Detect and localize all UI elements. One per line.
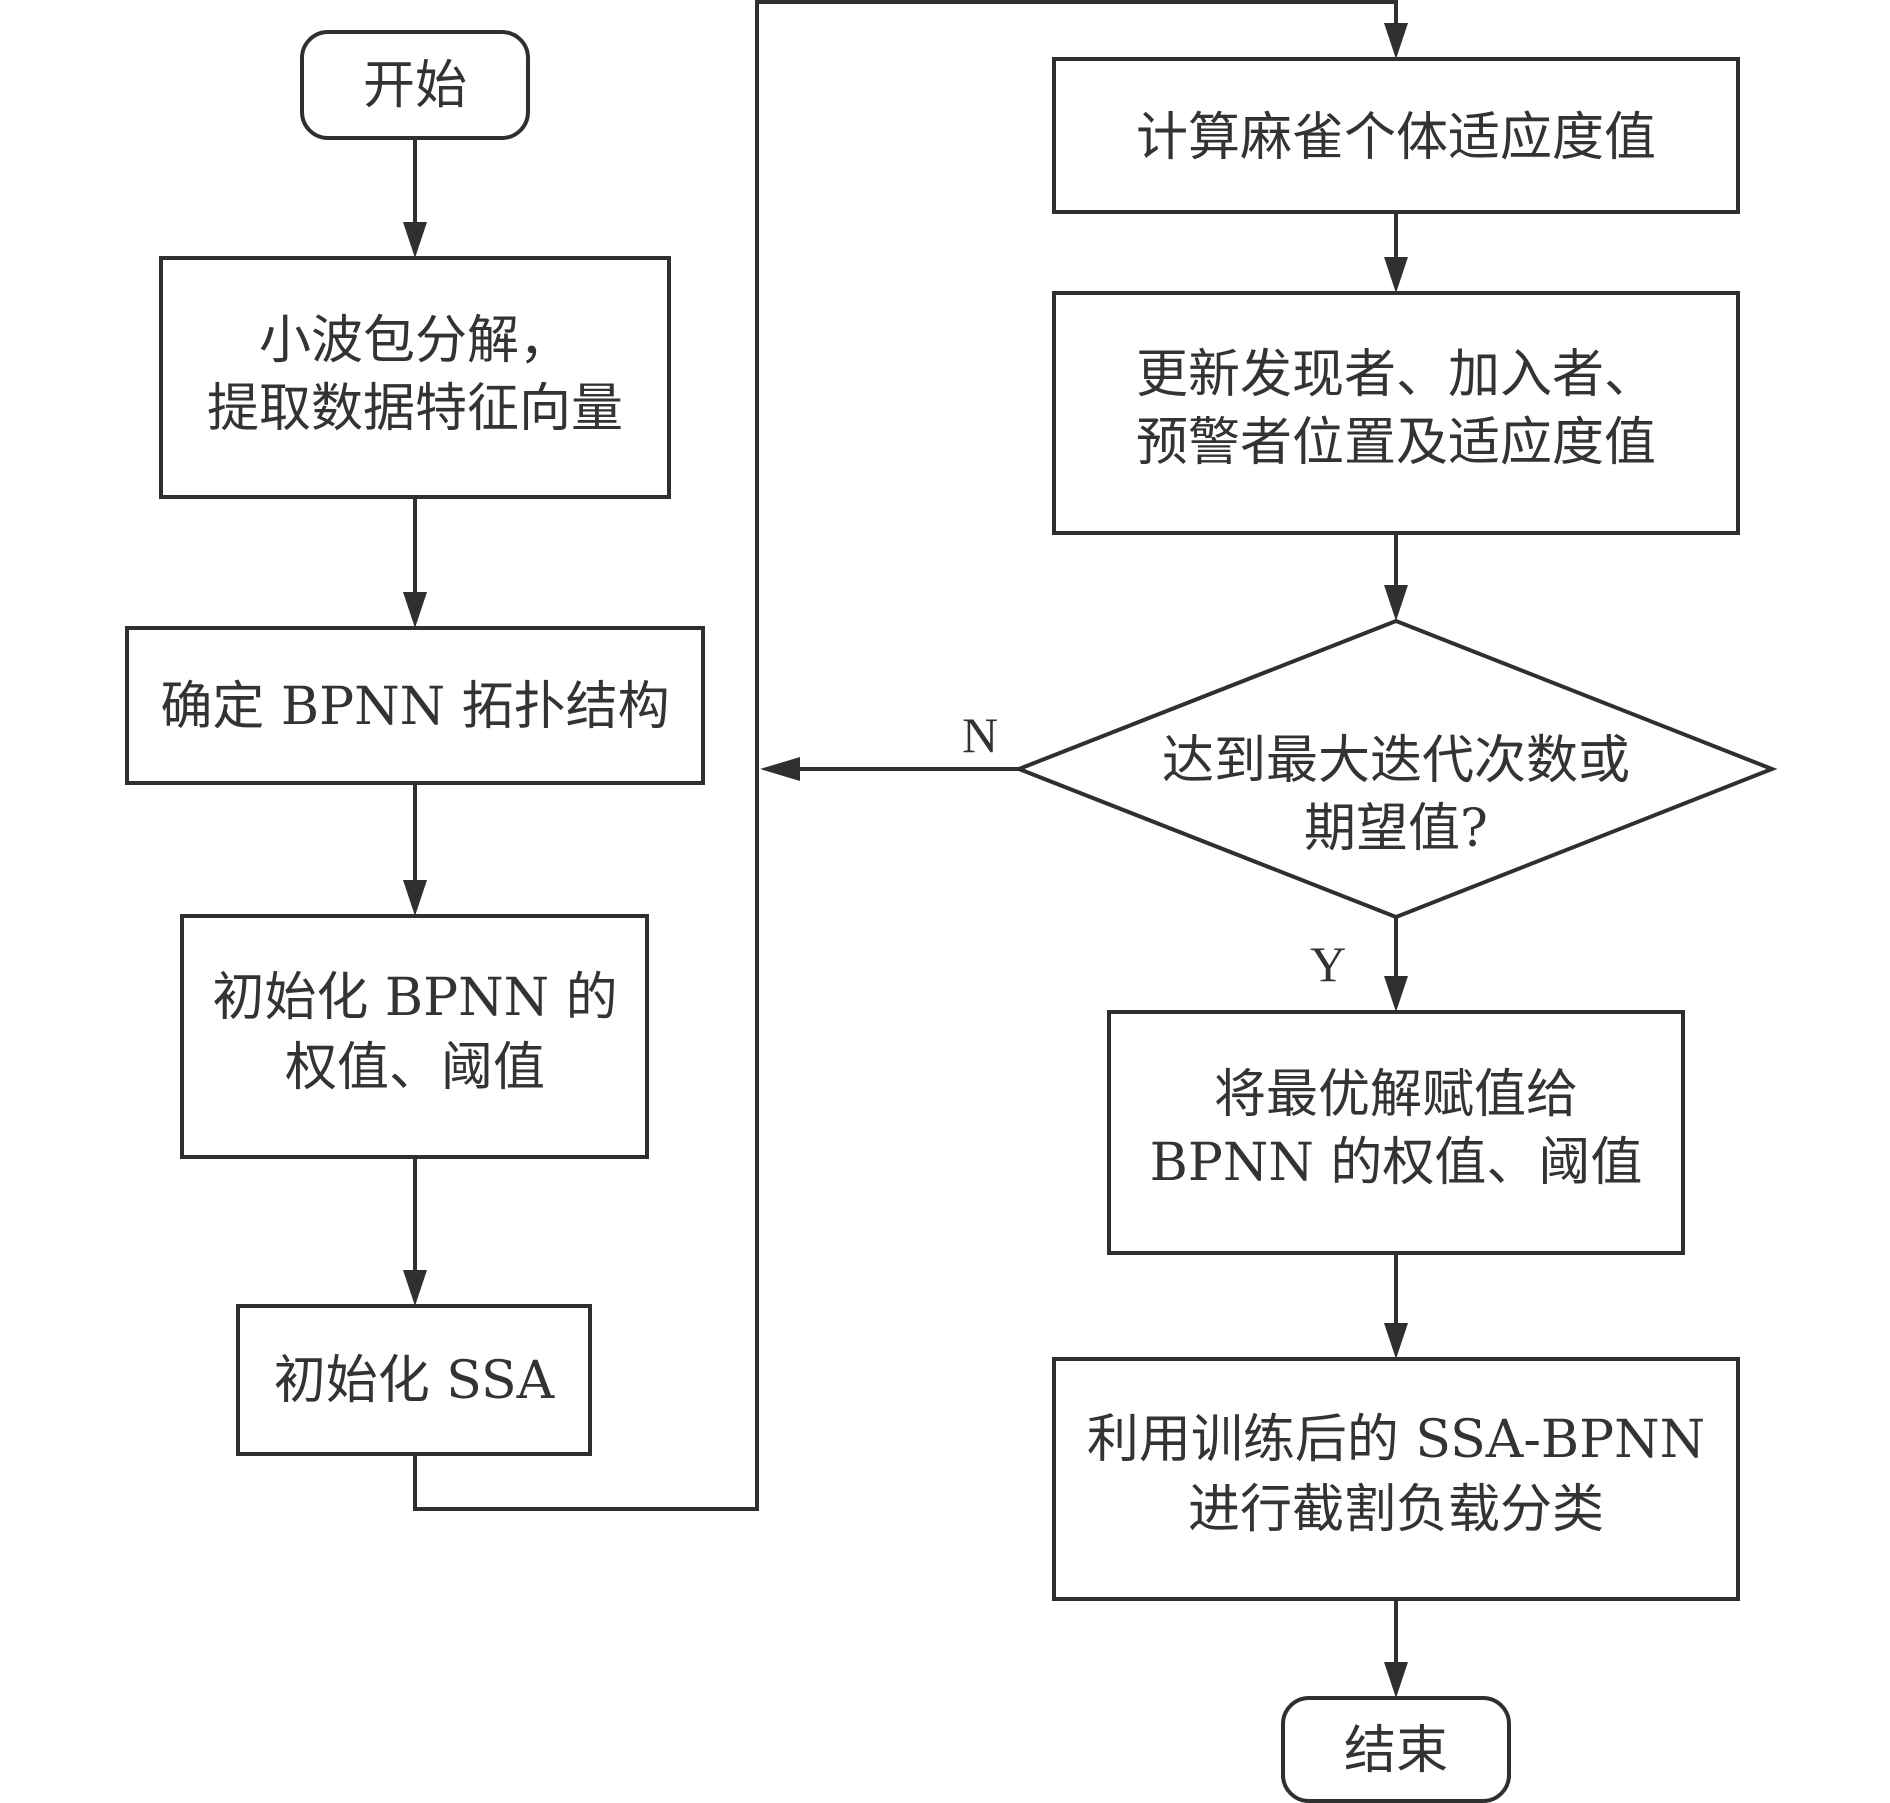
end-label: 结束 [1344,1721,1448,1781]
arrowhead [1384,23,1408,59]
arrowhead [403,880,427,916]
arrowhead [1384,976,1408,1012]
connectors [403,0,1408,1698]
init-bpnn-label-line2: 权值、阈值 [285,1038,545,1098]
fitness-box: 计算麻雀个体适应度值 [1052,57,1740,214]
yes-branch-label: Y [1310,936,1346,992]
arrowhead [760,757,800,781]
arrowhead [1384,257,1408,293]
decision-label-line2: 期望值? [1304,799,1488,859]
start-node: 开始 [300,30,530,140]
update-label-line2: 预警者位置及适应度值 [1136,413,1656,473]
start-label: 开始 [363,56,467,116]
topology-box: 确定 BPNN 拓扑结构 [125,626,705,785]
classify-label-line1: 利用训练后的 SSA-BPNN [1087,1410,1705,1470]
no-branch-label: N [962,707,998,763]
arrowhead [1384,1323,1408,1359]
arrowhead [1384,585,1408,621]
end-node: 结束 [1281,1696,1511,1803]
wavelet-label-line2: 提取数据特征向量 [207,379,623,439]
classify-label-line2: 进行截割负载分类 [1188,1480,1604,1540]
topology-label: 确定 BPNN 拓扑结构 [160,677,669,737]
decision-diamond: 达到最大迭代次数或 期望值? [1013,618,1778,920]
init-ssa-box: 初始化 SSA [236,1304,592,1456]
arrowhead [403,222,427,258]
init-bpnn-label-line1: 初始化 BPNN 的 [212,968,617,1028]
wavelet-label-line1: 小波包分解， [259,311,571,371]
update-label-line1: 更新发现者、加入者、 [1136,345,1656,405]
assign-box: 将最优解赋值给 BPNN 的权值、阈值 [1107,1010,1685,1255]
assign-label-line1: 将最优解赋值给 [1214,1065,1578,1125]
assign-label-line2: BPNN 的权值、阈值 [1150,1133,1643,1193]
init-ssa-label: 初始化 SSA [274,1351,556,1411]
update-box: 更新发现者、加入者、 预警者位置及适应度值 [1052,291,1740,535]
arrowhead [403,1270,427,1306]
decision-label-line1: 达到最大迭代次数或 [1162,731,1630,791]
arrowhead [1384,1662,1408,1698]
wavelet-box: 小波包分解， 提取数据特征向量 [159,256,671,499]
fitness-label: 计算麻雀个体适应度值 [1136,108,1656,168]
init-bpnn-box: 初始化 BPNN 的 权值、阈值 [180,914,649,1159]
arrowhead [403,592,427,628]
edge-init-ssa-to-fitness [413,0,1398,1511]
classify-box: 利用训练后的 SSA-BPNN 进行截割负载分类 [1052,1357,1740,1601]
